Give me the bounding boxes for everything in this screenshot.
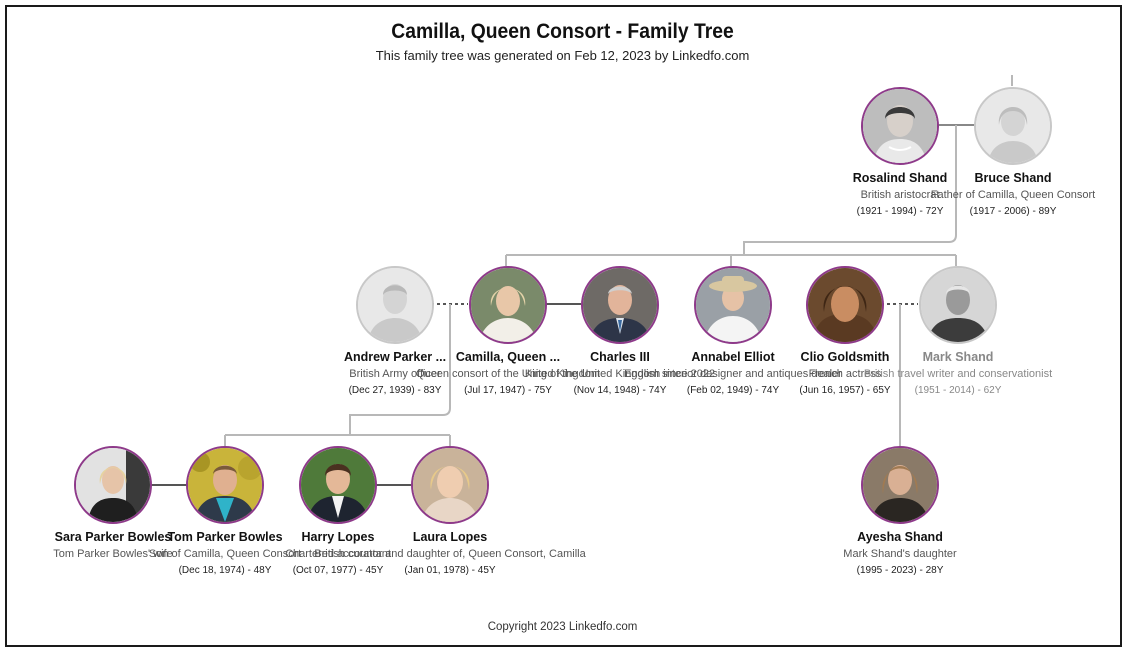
person-name: Mark Shand	[922, 350, 994, 364]
children-line-shand	[743, 125, 957, 255]
avatar[interactable]	[861, 446, 939, 524]
person-role: British Army officer	[349, 368, 441, 380]
person-dates: (Feb 02, 1949) - 74Y	[686, 385, 780, 396]
avatar[interactable]	[74, 446, 152, 524]
avatar[interactable]	[356, 266, 434, 344]
person-name: Camilla, Queen ...	[455, 350, 561, 364]
avatar[interactable]	[861, 87, 939, 165]
person-dates: (1995 - 2023) - 28Y	[856, 565, 944, 576]
person-dates: (1917 - 2006) - 89Y	[969, 206, 1057, 217]
person-dates: (Jan 01, 1978) - 45Y	[404, 565, 496, 576]
portrait-photo-icon	[696, 268, 770, 342]
person-name: Sara Parker Bowles	[54, 530, 172, 544]
children-line-parker-bowles	[349, 304, 451, 435]
person-role: Son of Camilla, Queen Consort	[148, 548, 302, 560]
avatar[interactable]	[919, 266, 997, 344]
avatar[interactable]	[581, 266, 659, 344]
portrait-photo-icon	[301, 448, 375, 522]
person-role: King of the United Kingdom since 2022	[524, 368, 716, 380]
person-name: Charles III	[590, 350, 650, 364]
female-placeholder-icon	[976, 89, 1050, 163]
person-role: British curator and daughter of, Queen C…	[314, 548, 586, 560]
person-role: Tom Parker Bowles' wife	[53, 548, 173, 560]
person-dates: (1921 - 1994) - 72Y	[856, 206, 944, 217]
portrait-photo-icon	[808, 268, 882, 342]
person-dates: (Nov 14, 1948) - 74Y	[573, 385, 667, 396]
avatar[interactable]	[299, 446, 377, 524]
person-role: British aristocrat	[860, 189, 940, 201]
person-role: French actress	[808, 368, 882, 380]
person-name: Clio Goldsmith	[800, 350, 890, 364]
portrait-photo-icon	[863, 89, 937, 163]
portrait-photo-icon	[188, 448, 262, 522]
person-name: Laura Lopes	[412, 530, 488, 544]
male-placeholder-icon	[358, 268, 432, 342]
person-name: Tom Parker Bowles	[167, 530, 283, 544]
person-role: English interior designer and antiques d…	[624, 368, 842, 380]
person-dates: (Oct 07, 1977) - 45Y	[292, 565, 384, 576]
person-role: Chartered accountant	[285, 548, 391, 560]
copyright-footer: Copyright 2023 Linkedfo.com	[487, 621, 638, 633]
person-name: Ayesha Shand	[857, 530, 943, 544]
page-title: Camilla, Queen Consort - Family Tree	[391, 20, 734, 43]
person-role: Mark Shand's daughter	[843, 548, 957, 560]
portrait-photo-icon	[863, 448, 937, 522]
person-dates: (Jul 17, 1947) - 75Y	[464, 385, 552, 396]
person-name: Bruce Shand	[974, 171, 1052, 185]
avatar[interactable]	[806, 266, 884, 344]
portrait-photo-icon	[583, 268, 657, 342]
person-dates: (Dec 18, 1974) - 48Y	[178, 565, 272, 576]
avatar[interactable]	[186, 446, 264, 524]
person-role: Father of Camilla, Queen Consort	[930, 189, 1096, 201]
portrait-photo-icon	[76, 448, 150, 522]
avatar[interactable]	[411, 446, 489, 524]
person-name: Harry Lopes	[301, 530, 375, 544]
person-name: Andrew Parker ...	[343, 350, 447, 364]
person-dates: (1951 - 2014) - 62Y	[914, 385, 1002, 396]
person-role: Queen consort of the United Kingdom	[415, 368, 601, 380]
person-name: Rosalind Shand	[852, 171, 948, 185]
person-dates: (Dec 27, 1939) - 83Y	[348, 385, 442, 396]
page-subtitle: This family tree was generated on Feb 12…	[375, 48, 750, 63]
portrait-photo-icon	[921, 268, 995, 342]
avatar[interactable]	[974, 87, 1052, 165]
person-name: Annabel Elliot	[691, 350, 775, 364]
person-role: British travel writer and conservationis…	[863, 368, 1053, 380]
portrait-photo-icon	[413, 448, 487, 522]
avatar[interactable]	[694, 266, 772, 344]
portrait-photo-icon	[471, 268, 545, 342]
avatar[interactable]	[469, 266, 547, 344]
person-dates: (Jun 16, 1957) - 65Y	[799, 385, 891, 396]
